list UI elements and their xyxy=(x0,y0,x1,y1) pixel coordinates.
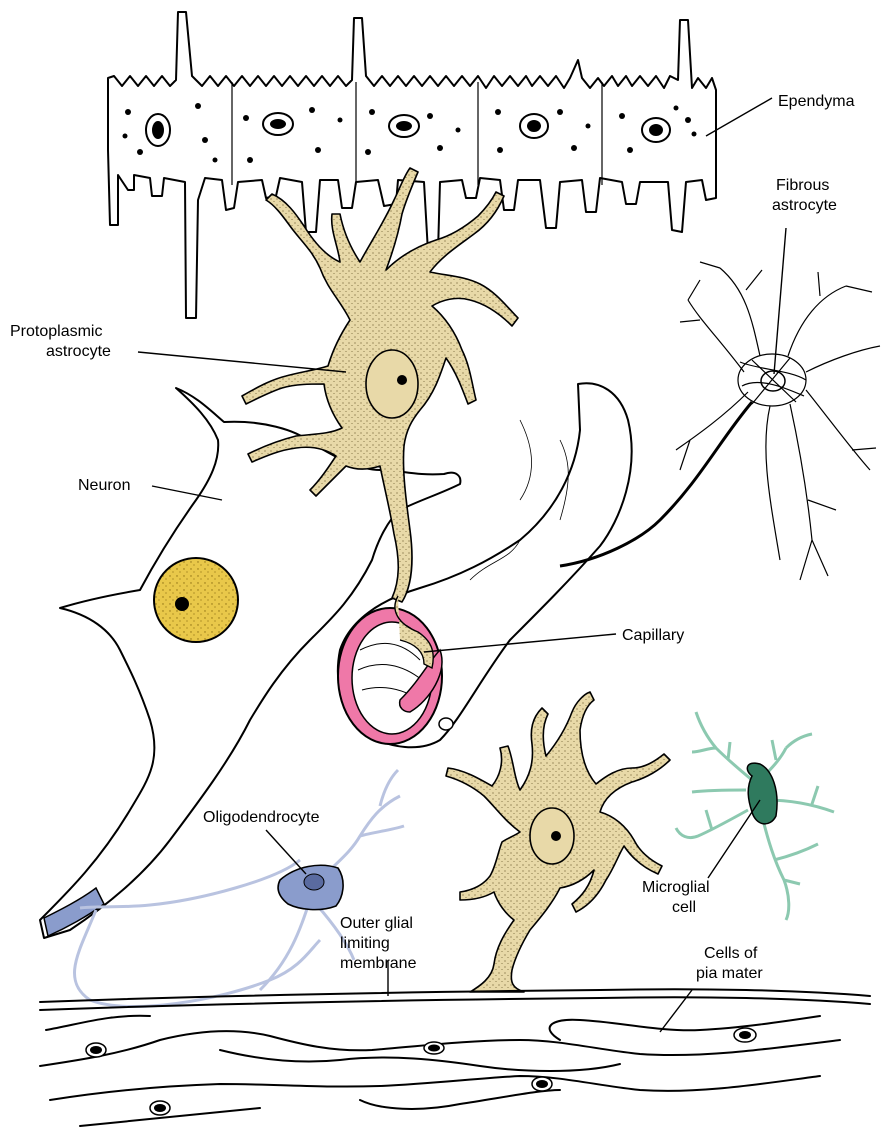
pia-mater-layer xyxy=(40,989,870,1126)
label-oligodendrocyte: Oligodendrocyte xyxy=(203,809,320,826)
label-neuron: Neuron xyxy=(78,477,130,494)
label-pia-line2: pia mater xyxy=(696,965,763,982)
label-outer-glial-line3: membrane xyxy=(340,955,417,972)
label-fibrous-line2: astrocyte xyxy=(772,197,837,214)
neuron-nucleus xyxy=(154,558,238,642)
lower-astrocyte xyxy=(446,692,670,992)
neuron-nucleolus xyxy=(175,597,189,611)
label-ependyma: Ependyma xyxy=(778,93,855,110)
protoplasmic-astrocyte xyxy=(242,168,518,668)
label-microglial-line2: cell xyxy=(672,899,696,916)
label-protoplasmic-line1: Protoplasmic xyxy=(10,323,102,340)
label-protoplasmic-line2: astrocyte xyxy=(46,343,111,360)
fibrous-astrocyte xyxy=(560,262,880,580)
label-microglial-line1: Microglial xyxy=(642,879,710,896)
label-outer-glial-line1: Outer glial xyxy=(340,915,413,932)
label-fibrous-line1: Fibrous xyxy=(776,177,829,194)
label-capillary: Capillary xyxy=(622,627,684,644)
label-outer-glial-line2: limiting xyxy=(340,935,390,952)
label-pia-line1: Cells of xyxy=(704,945,758,962)
